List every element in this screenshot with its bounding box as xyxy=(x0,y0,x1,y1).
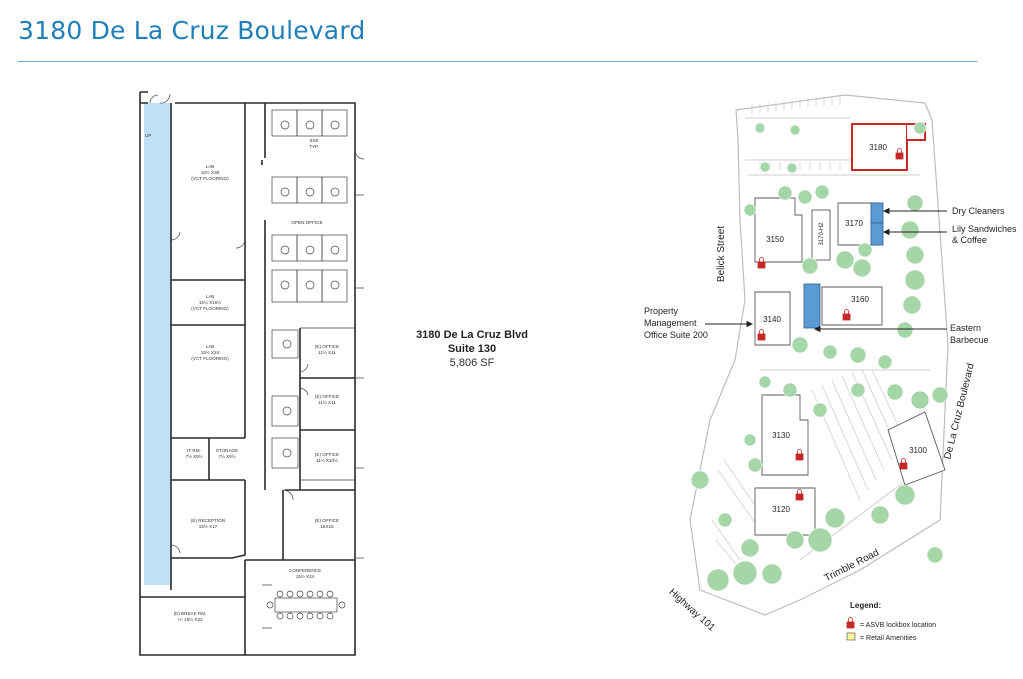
suite-info: 3180 De La Cruz Blvd Suite 130 5,806 SF xyxy=(400,328,544,370)
room-size: 11½ X10½ xyxy=(316,457,338,463)
retail-lily-sandwiches xyxy=(870,222,884,246)
room-size: 16X16 xyxy=(320,524,334,529)
workstations xyxy=(271,109,348,469)
room-name: LAB xyxy=(206,344,215,349)
room-name: (E) OFFICE xyxy=(315,344,339,349)
legend-lockbox: = ASVB lockbox location xyxy=(860,622,936,629)
room-name: CONFERENCE xyxy=(289,568,321,573)
street-label-trimble: Trimble Road xyxy=(823,547,881,584)
room-name: (E) OFFICE xyxy=(315,518,339,523)
building-3170-h2 xyxy=(811,209,831,261)
building-label: 3170 xyxy=(845,219,863,228)
site-boundary xyxy=(689,94,949,616)
callout-eastern-line2: Barbecue xyxy=(950,335,989,345)
callout-property-mgmt-line1: Property xyxy=(644,306,679,316)
room-size: 15½ X17 xyxy=(199,523,218,529)
retail-eastern-barbecue xyxy=(803,283,821,329)
building-3160 xyxy=(821,286,883,326)
outer-walls xyxy=(139,91,356,656)
legend-title: Legend: xyxy=(850,601,881,610)
room-size: 15½ X38 xyxy=(201,169,220,175)
building-label: 3120 xyxy=(772,505,790,514)
legend-retail: = Retail Amenities xyxy=(860,635,917,642)
callout-lily-line2: & Coffee xyxy=(952,235,987,245)
stair-up-label: UP xyxy=(145,133,151,138)
room-name: OPEN OFFICE xyxy=(291,220,322,225)
callout-lily-line1: Lily Sandwiches xyxy=(952,224,1017,234)
building-label: 3150 xyxy=(766,235,784,244)
retail-dry-cleaners xyxy=(870,202,884,224)
room-size: +/- 15½ X22 xyxy=(177,616,203,622)
room-note: (VCT FLOORING) xyxy=(191,176,229,181)
callout-leaders xyxy=(705,207,947,333)
building-label: 3170-H2 xyxy=(819,222,825,246)
room-name: LAB xyxy=(206,294,215,299)
building-label: 3140 xyxy=(763,315,781,324)
building-3180-highlight xyxy=(851,123,908,171)
room-note: (VCT FLOORING) xyxy=(191,356,229,361)
page-title: 3180 De La Cruz Boulevard xyxy=(18,16,366,45)
room-size: 15½ X24 xyxy=(296,573,315,579)
room-name: STORAGE xyxy=(216,448,238,453)
room-size: 11½ X11 xyxy=(318,349,336,355)
room-size: 7½ X9½ xyxy=(218,453,235,459)
building-label: 3100 xyxy=(909,446,927,455)
room-size: TYP. xyxy=(309,144,319,149)
highlighted-corridor xyxy=(144,103,171,585)
callout-property-mgmt-line3: Office Suite 200 xyxy=(644,330,708,340)
callout-property-mgmt-line2: Management xyxy=(644,318,697,328)
building-label: 3130 xyxy=(772,431,790,440)
room-size: 15½ X24 xyxy=(201,349,220,355)
street-label-belick: Belick Street xyxy=(716,226,727,282)
room-size: 7½ X9½ xyxy=(185,453,202,459)
suite-number: Suite 130 xyxy=(447,343,497,355)
lockbox-icon xyxy=(846,617,855,629)
room-name: (E) BREAK RM. xyxy=(174,611,207,616)
building-label: 3160 xyxy=(851,295,869,304)
room-size: 15½ X15½ xyxy=(199,299,221,305)
callout-dry-cleaners: Dry Cleaners xyxy=(952,206,1005,216)
room-name: 6X6 xyxy=(310,138,319,143)
suite-address: 3180 De La Cruz Blvd xyxy=(416,329,528,341)
callout-eastern-line1: Eastern xyxy=(950,323,981,333)
title-divider xyxy=(18,61,977,62)
conference-table xyxy=(266,590,346,620)
building-3150 xyxy=(754,197,803,263)
room-name: (E) RECEPTION xyxy=(191,518,225,523)
room-note: (VCT FLOORING) xyxy=(191,306,229,311)
trees xyxy=(690,121,949,592)
room-size: 11½ X11 xyxy=(318,399,336,405)
room-name: LAB xyxy=(206,164,215,169)
retail-amenity-swatch xyxy=(846,632,856,641)
room-name: IT RM. xyxy=(187,448,201,453)
room-name: (E) OFFICE xyxy=(315,394,339,399)
lockbox-icons xyxy=(757,148,908,501)
street-label-de-la-cruz: De La Cruz Boulevard xyxy=(942,362,976,460)
room-name: (E) OFFICE xyxy=(315,452,339,457)
suite-square-footage: 5,806 SF xyxy=(449,357,495,369)
building-label: 3180 xyxy=(869,143,887,152)
